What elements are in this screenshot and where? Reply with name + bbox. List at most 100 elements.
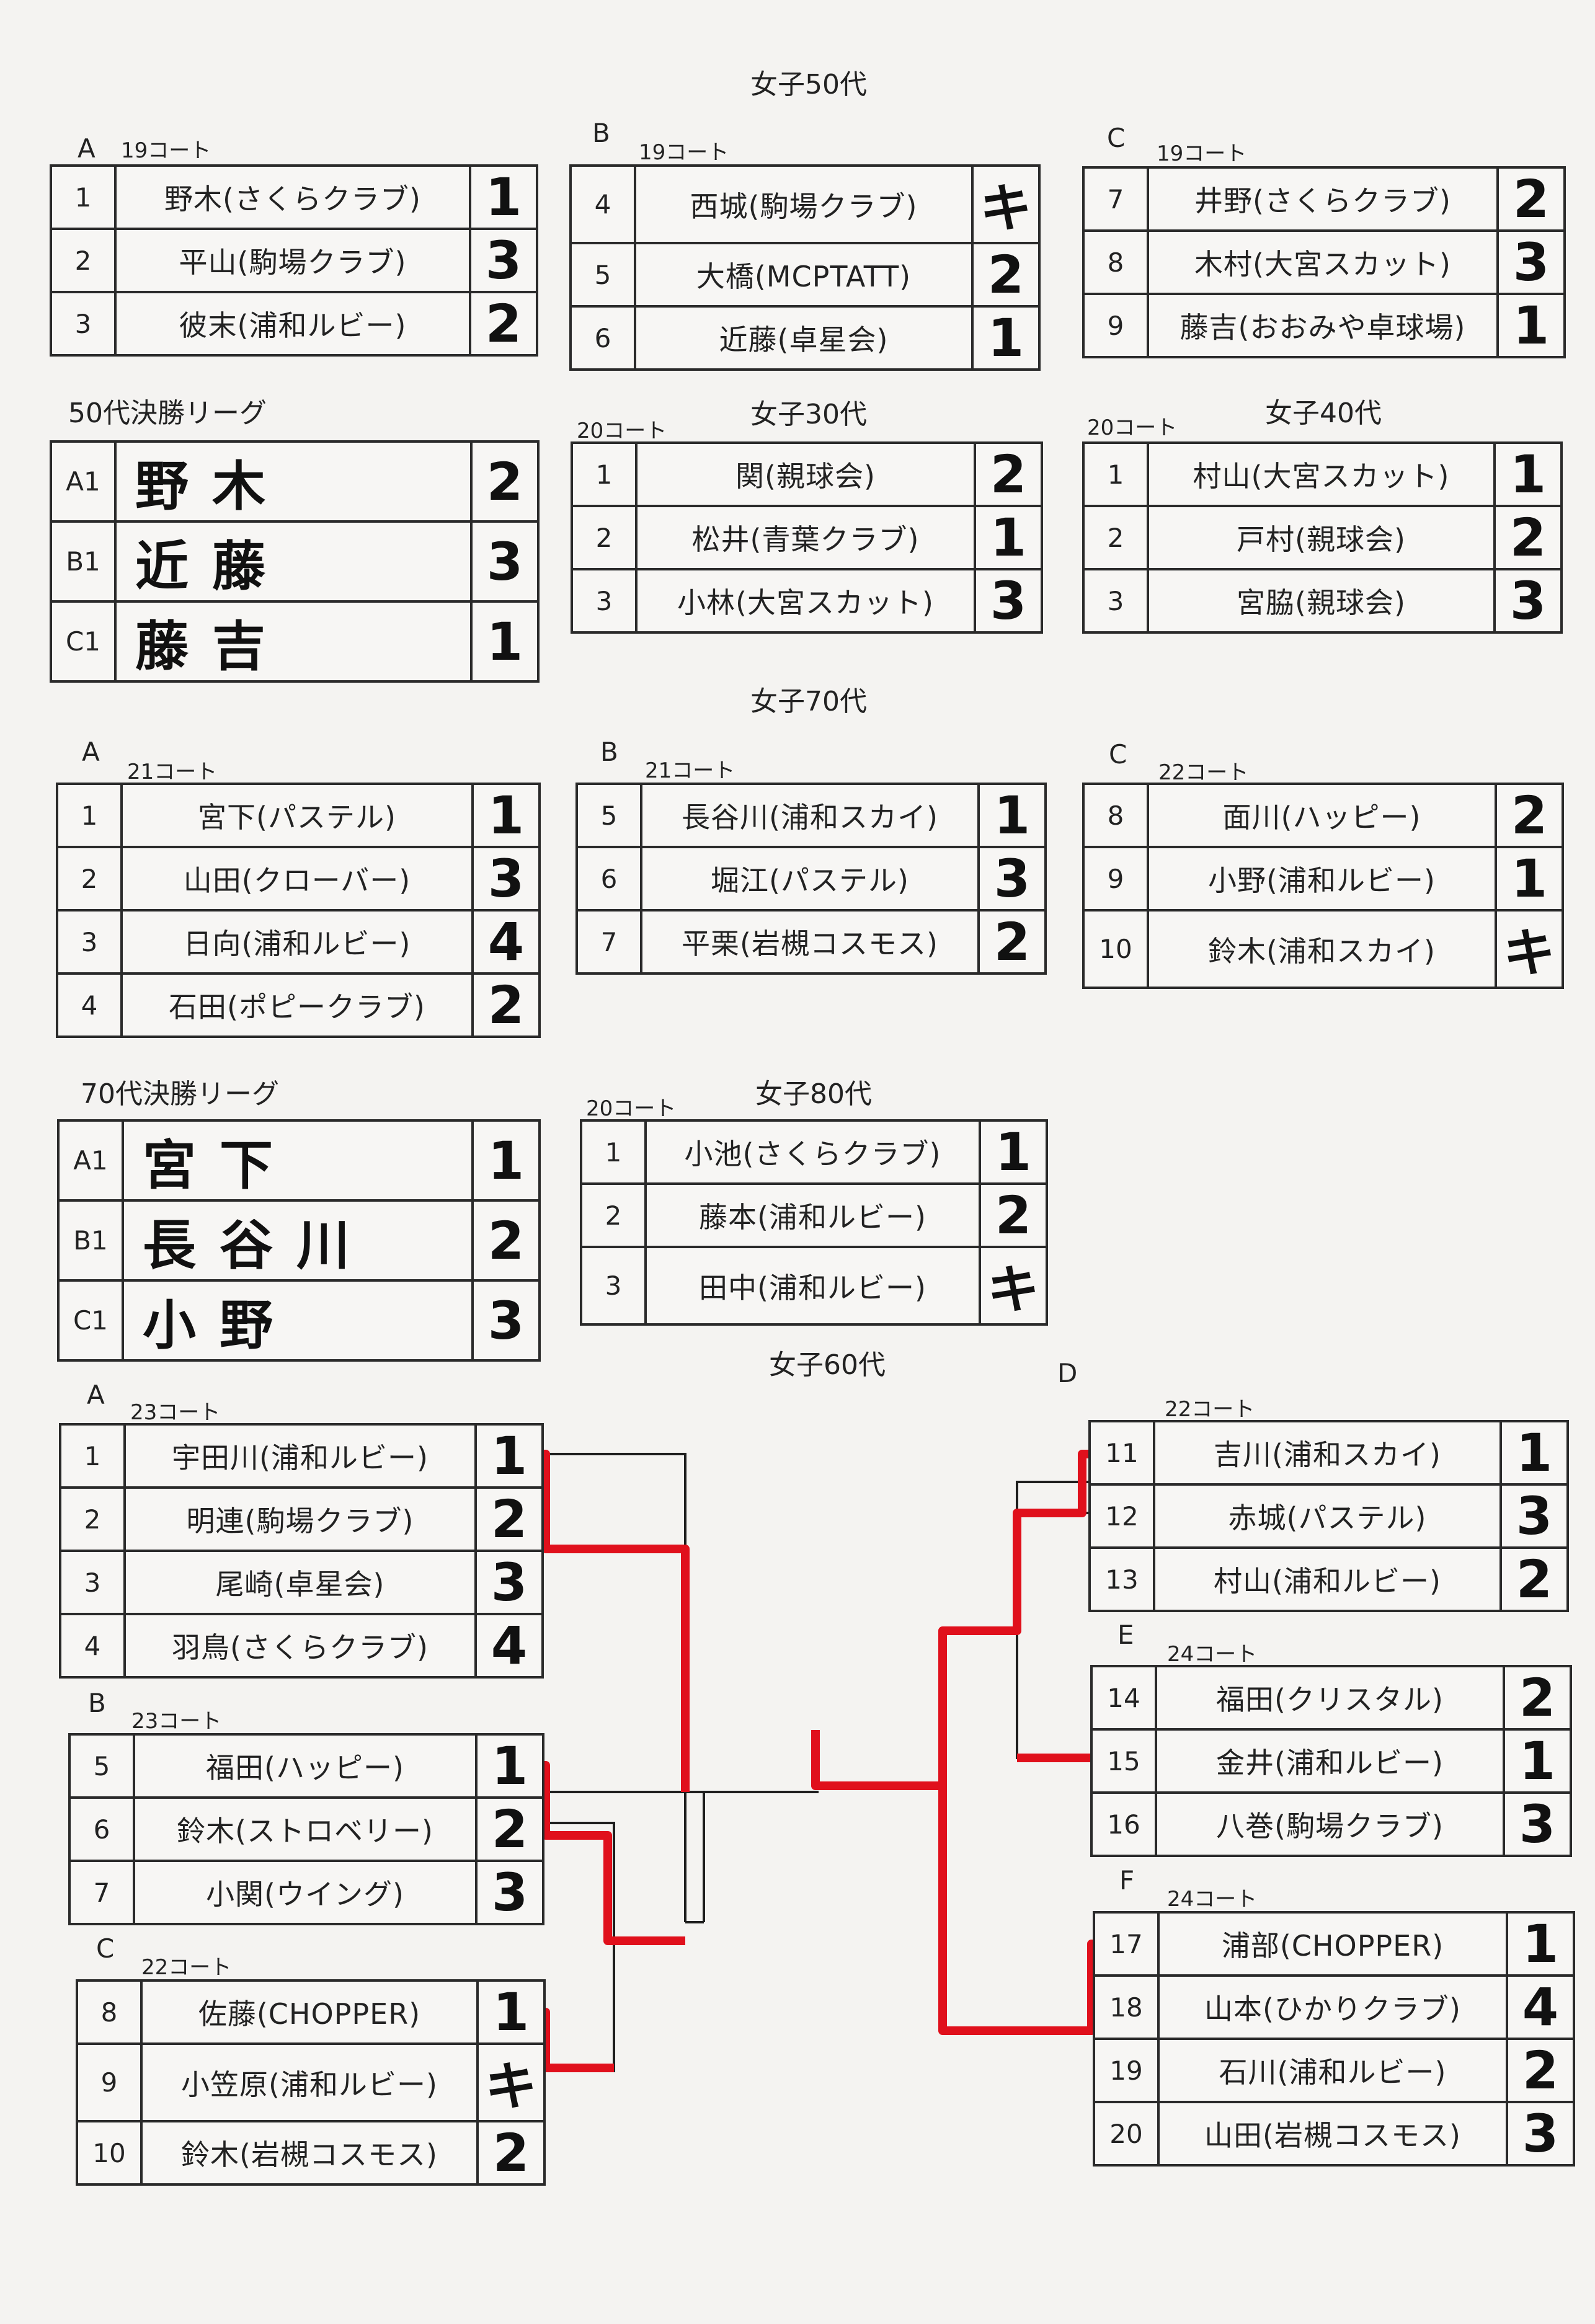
seed-number: 2 (1082, 505, 1149, 570)
handwritten-result: 1 (1499, 1420, 1569, 1486)
player-name: 鈴木(ストロベリー) (133, 1796, 478, 1862)
handwritten-result: 4 (1506, 1974, 1575, 2040)
seed-number: 15 (1090, 1728, 1157, 1794)
seed-number: 11 (1088, 1420, 1155, 1486)
handwritten-result: キ (971, 164, 1041, 244)
handwritten-result: 1 (974, 505, 1043, 570)
player-name: 関(親球会) (635, 441, 976, 507)
player-name: 西城(駒場クラブ) (634, 164, 974, 244)
player-name: 山本(ひかりクラブ) (1157, 1974, 1508, 2040)
winner-path (520, 1450, 690, 1792)
court-label: 20コート (586, 1096, 677, 1121)
seed-number: 10 (76, 2120, 143, 2186)
player-name: 福田(クリスタル) (1155, 1665, 1505, 1731)
player-name: 宮下(パステル) (120, 783, 474, 848)
seed-number: 3 (50, 291, 117, 357)
group-letter: A (87, 1380, 105, 1410)
player-name: 佐藤(CHOPPER) (140, 1979, 479, 2045)
seed-number: 2 (56, 846, 123, 911)
handwritten-result: 1 (971, 305, 1041, 371)
player-name: 小関(ウイング) (133, 1860, 478, 1925)
handwritten-result: 3 (1506, 2101, 1575, 2167)
player-name: 平栗(岩槻コスモス) (640, 909, 980, 975)
seed-number: 19 (1093, 2038, 1160, 2103)
court-label: 22コート (141, 1955, 232, 1980)
seed-number: 3 (56, 909, 123, 975)
court-label: 22コート (1165, 1397, 1255, 1422)
seed-number: C1 (50, 600, 117, 683)
player-name: 戸村(親球会) (1147, 505, 1496, 570)
seed-number: 1 (56, 783, 123, 848)
handwritten-result: 2 (474, 1486, 544, 1552)
seed-number: 1 (580, 1119, 647, 1185)
seed-number: 8 (76, 1979, 143, 2045)
seed-number: 10 (1082, 909, 1149, 989)
seed-number: 4 (56, 972, 123, 1038)
player-name: 日向(浦和ルビー) (120, 909, 474, 975)
seed-number: 8 (1082, 229, 1149, 295)
player-name: 田中(浦和ルビー) (644, 1246, 981, 1326)
handwritten-result: 2 (469, 291, 538, 357)
player-name: 大橋(MCPTATT) (634, 242, 974, 308)
handwritten-result: 2 (977, 909, 1047, 975)
seed-number: 1 (50, 164, 117, 230)
seed-number: 1 (59, 1423, 126, 1489)
handwritten-result: 1 (471, 1119, 541, 1202)
handwritten-result: 3 (977, 846, 1047, 911)
seed-number: B1 (50, 520, 117, 603)
bracket-line (1016, 1481, 1088, 1759)
player-name: 鈴木(岩槻コスモス) (140, 2120, 479, 2186)
seed-number: 3 (580, 1246, 647, 1326)
handwritten-name: 野木 (114, 440, 473, 523)
player-name: 野木(さくらクラブ) (114, 164, 471, 230)
title-women-80s: 女子80代 (755, 1078, 872, 1110)
seed-number: 6 (68, 1796, 135, 1862)
court-label: 19コート (1157, 141, 1247, 166)
seed-number: C1 (57, 1279, 124, 1362)
seed-number: 2 (59, 1486, 126, 1552)
court-label: 23コート (131, 1709, 222, 1734)
seed-number: 5 (569, 242, 636, 308)
player-name: 彼末(浦和ルビー) (114, 291, 471, 357)
seed-number: 17 (1093, 1911, 1160, 1977)
handwritten-result: 3 (474, 1550, 544, 1615)
seed-number: 3 (571, 568, 638, 634)
bracket-red-winner-lines (520, 1450, 1110, 2072)
handwritten-result: 1 (977, 783, 1047, 848)
seed-number: 3 (1082, 568, 1149, 634)
winner-path (938, 1450, 1110, 1786)
handwritten-result: 2 (1493, 505, 1563, 570)
player-name: 八巻(駒場クラブ) (1155, 1791, 1505, 1857)
seed-number: A1 (50, 440, 117, 523)
handwritten-result: 1 (474, 1423, 544, 1489)
seed-number: 18 (1093, 1974, 1160, 2040)
player-name: 木村(大宮スカット) (1147, 229, 1499, 295)
seed-number: 13 (1088, 1546, 1155, 1612)
handwritten-result: 2 (1496, 166, 1566, 232)
